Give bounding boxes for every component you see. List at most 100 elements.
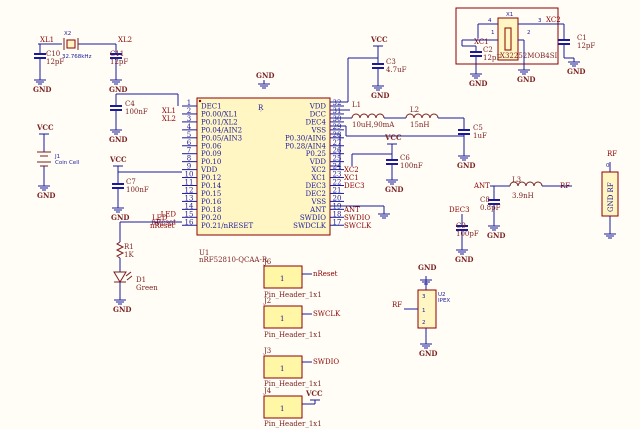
pin-number: 11 — [185, 179, 194, 187]
pin-number: 12 — [185, 186, 194, 194]
svg-text:GND: GND — [419, 349, 437, 358]
svg-text:SWDIO: SWDIO — [313, 358, 339, 366]
svg-text:RF: RF — [607, 150, 617, 158]
d1-led[interactable] — [113, 271, 133, 283]
svg-text:C1: C1 — [577, 34, 587, 42]
pin-name: P0.04/AIN2 — [201, 126, 242, 134]
svg-text:GND: GND — [567, 67, 585, 76]
svg-text:100nF: 100nF — [125, 108, 148, 116]
e1-rf-connector[interactable]: GND RF — [601, 171, 619, 217]
u1-pin-6[interactable]: 6 P0.06 — [182, 139, 222, 151]
pin-number: 23 — [333, 171, 342, 179]
svg-text:15nH: 15nH — [410, 121, 430, 129]
header-j6[interactable]: J6 1 nReset Pin_Header_1x1 — [263, 258, 338, 299]
svg-text:1: 1 — [280, 315, 284, 323]
pin-number: 24 — [333, 163, 342, 171]
u1-pin-7[interactable]: 7 P0.09 — [182, 147, 221, 159]
svg-text:C3: C3 — [386, 58, 396, 66]
x2-crystal[interactable] — [63, 38, 79, 50]
pin-name: P0.09 — [201, 150, 221, 158]
svg-text:32.768kHz: 32.768kHz — [62, 54, 92, 60]
svg-text:XC2: XC2 — [546, 16, 561, 24]
j1-battery[interactable] — [37, 151, 51, 167]
hf-crystal-block: 4 3 1 2 X1 X32252MOB4SI XC2 XC1 C2 12pF … — [455, 7, 595, 88]
dcdc-block: VCC C3 4.7uF GND GND L1 10uH,90mA L2 15n… — [256, 35, 487, 170]
pin-number: 2 — [187, 107, 191, 115]
led-block: LED nReset R1 1K D1 Green GND — [113, 214, 182, 314]
c11-label: C11 — [110, 50, 124, 58]
pin-number: 7 — [187, 147, 191, 155]
pin-number: 8 — [187, 155, 191, 163]
l1-inductor[interactable] — [351, 113, 385, 119]
r1-resistor[interactable] — [115, 241, 125, 259]
pin-net: XL2 — [162, 115, 176, 123]
pin-name: P0.06 — [201, 142, 222, 150]
pin-name: VDD — [200, 166, 218, 174]
u1-pin-24[interactable]: 24 XC2 — [311, 163, 344, 175]
header-j3[interactable]: J3 1 SWDIO Pin_Header_1x1 — [263, 347, 339, 388]
pin-number: 20 — [333, 194, 342, 202]
svg-text:100nF: 100nF — [400, 162, 423, 170]
pin-number: 13 — [185, 194, 194, 202]
pin-number: 6 — [187, 139, 192, 147]
svg-text:Pin_Header_1x1: Pin_Header_1x1 — [264, 331, 322, 339]
c10-label: C10 — [46, 50, 60, 58]
svg-text:GND: GND — [371, 91, 389, 100]
pin-name: P0.30/AIN6 — [285, 134, 327, 142]
svg-text:nReset: nReset — [313, 270, 338, 278]
crystal-32k-block: XL1 XL2 X2 32.768kHz C10 12pF C11 12pF G… — [33, 31, 132, 94]
svg-text:DEC3: DEC3 — [449, 206, 470, 214]
pin-name: P0.12 — [201, 174, 221, 182]
c4-decoupling: C4 100nF GND — [109, 93, 179, 144]
x1-crystal[interactable] — [497, 17, 519, 61]
svg-text:3: 3 — [422, 294, 426, 300]
svg-text:C2: C2 — [483, 46, 493, 54]
svg-text:GND RF: GND RF — [607, 182, 615, 212]
header-j4[interactable]: J4 1 VCC Pin_Header_1x1 — [263, 387, 323, 428]
svg-text:SWDIO: SWDIO — [344, 214, 370, 222]
svg-text:GND: GND — [109, 85, 127, 94]
svg-text:Green: Green — [136, 284, 158, 292]
l3-inductor[interactable] — [509, 181, 543, 187]
svg-text:10uH,90mA: 10uH,90mA — [352, 121, 395, 129]
svg-text:Pin_Header_1x1: Pin_Header_1x1 — [264, 380, 322, 388]
svg-text:VCC: VCC — [384, 133, 402, 142]
c9-decoupling: DEC3 C9 100pF GND — [449, 206, 479, 264]
svg-text:C5: C5 — [473, 124, 483, 132]
u2-ipex-connector[interactable] — [417, 289, 437, 329]
l2-inductor[interactable] — [405, 113, 439, 119]
svg-text:VCC: VCC — [370, 35, 388, 44]
header-j2[interactable]: J2 1 SWCLK Pin_Header_1x1 — [263, 297, 341, 339]
pin-name: DCC — [310, 110, 326, 118]
rf-matching-block: ANT RF L3 3.9nH C8 0.8pF GND RF 0 GND RF — [473, 150, 619, 240]
pin-name: XC2 — [311, 166, 326, 174]
